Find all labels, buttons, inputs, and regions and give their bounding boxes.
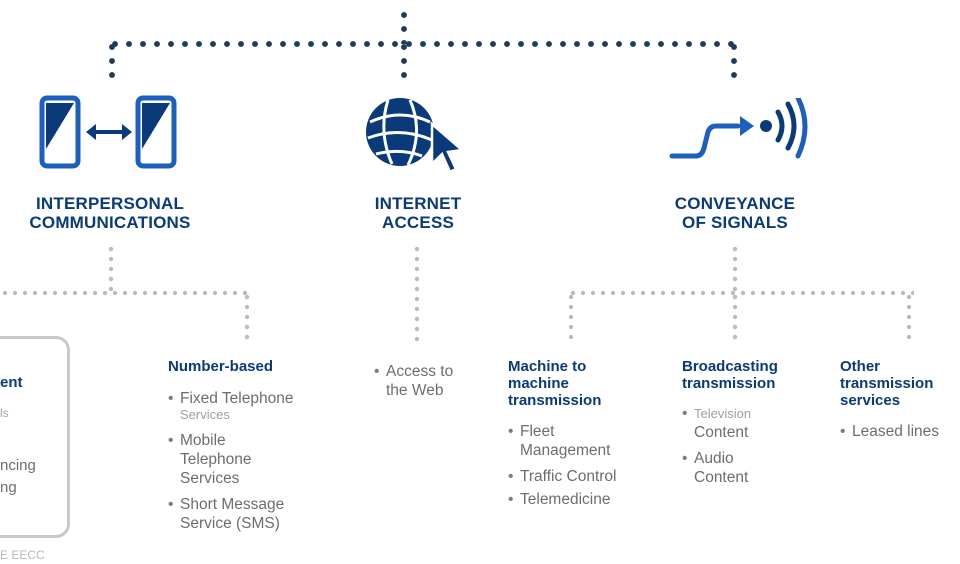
left-box-line: ncing bbox=[0, 457, 36, 474]
list-item: Access to the Web bbox=[374, 362, 484, 400]
internet-access-list: Access to the Web bbox=[374, 362, 484, 407]
other-transmission-title: Other transmission services bbox=[840, 358, 934, 409]
machine-drop-connector bbox=[568, 292, 574, 342]
list-item: Fixed Telephone Services bbox=[168, 389, 348, 424]
connector-left-drop bbox=[108, 40, 116, 82]
top-connector-stem bbox=[400, 8, 408, 44]
left-box-line: ls bbox=[0, 406, 9, 420]
signal-transmission-icon bbox=[669, 98, 808, 159]
interpersonal-drop-connector bbox=[108, 244, 114, 292]
internet-drop-connector bbox=[414, 244, 420, 344]
number-based-list: Fixed Telephone Services Mobile Telephon… bbox=[168, 389, 348, 540]
left-box-line: ng bbox=[0, 479, 17, 496]
machine-to-machine-title: Machine to machine transmission bbox=[508, 358, 602, 409]
broadcasting-drop-connector bbox=[732, 292, 738, 342]
list-item: Mobile Telephone Services bbox=[168, 431, 348, 488]
broadcasting-title: Broadcasting transmission bbox=[682, 358, 778, 392]
conveyance-drop-connector bbox=[732, 244, 738, 292]
top-connector-horizontal bbox=[108, 40, 740, 48]
category-title-internet-access: INTERNET ACCESS bbox=[374, 194, 462, 232]
number-based-drop-connector bbox=[244, 292, 250, 342]
left-cropped-box bbox=[0, 336, 70, 538]
number-based-title: Number-based bbox=[168, 358, 274, 375]
list-item: Telemedicine bbox=[508, 490, 658, 509]
footer-source-note: E EECC bbox=[0, 548, 45, 562]
list-item: Television Content bbox=[682, 404, 802, 442]
list-item: Short Message Service (SMS) bbox=[168, 495, 348, 533]
category-title-conveyance: CONVEYANCE OF SIGNALS bbox=[674, 194, 796, 232]
list-item: Leased lines bbox=[840, 422, 958, 441]
list-item: Traffic Control bbox=[508, 467, 658, 486]
globe-cursor-icon bbox=[366, 98, 465, 174]
list-item: Fleet Management bbox=[508, 422, 658, 460]
interpersonal-branch-connector bbox=[0, 290, 252, 296]
other-drop-connector bbox=[906, 292, 912, 342]
category-title-interpersonal: INTERPERSONAL COMMUNICATIONS bbox=[29, 194, 191, 232]
smartphones-exchange-icon bbox=[39, 95, 177, 169]
conveyance-branch-connector bbox=[568, 290, 914, 296]
broadcasting-list: Television Content Audio Content bbox=[682, 404, 802, 494]
connector-middle-drop bbox=[400, 40, 408, 82]
connector-right-drop bbox=[730, 40, 738, 82]
machine-to-machine-list: Fleet Management Traffic Control Telemed… bbox=[508, 422, 658, 516]
left-box-title: ent bbox=[0, 374, 23, 391]
list-item: Audio Content bbox=[682, 449, 802, 487]
other-transmission-list: Leased lines bbox=[840, 422, 958, 448]
